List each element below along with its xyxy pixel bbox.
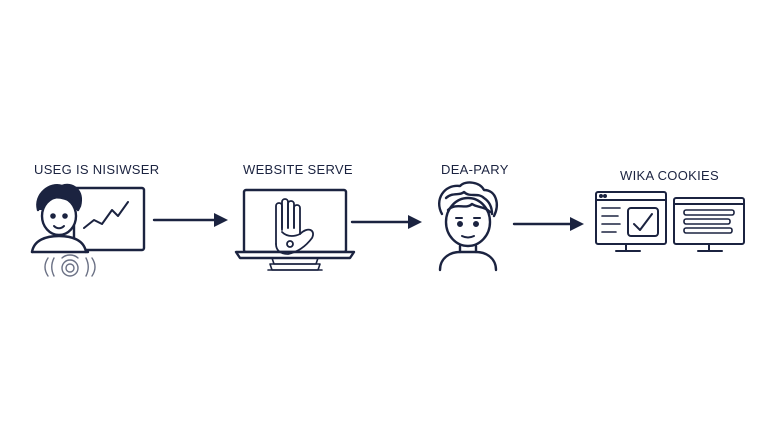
node-label-cookies: Wika cookies bbox=[620, 168, 719, 183]
person-icon bbox=[432, 180, 504, 272]
node-label-user: Useg is nisiwser bbox=[34, 162, 160, 177]
connector-arrow-3 bbox=[512, 214, 584, 234]
connector-arrow-1 bbox=[152, 210, 228, 230]
node-label-third-party: Dea-pary bbox=[441, 162, 509, 177]
user-laptop-icon bbox=[28, 180, 150, 290]
node-label-website-server: Website serve bbox=[243, 162, 353, 177]
monitors-icon bbox=[590, 188, 750, 256]
connector-arrow-2 bbox=[350, 212, 422, 232]
server-laptop-icon bbox=[232, 186, 358, 278]
